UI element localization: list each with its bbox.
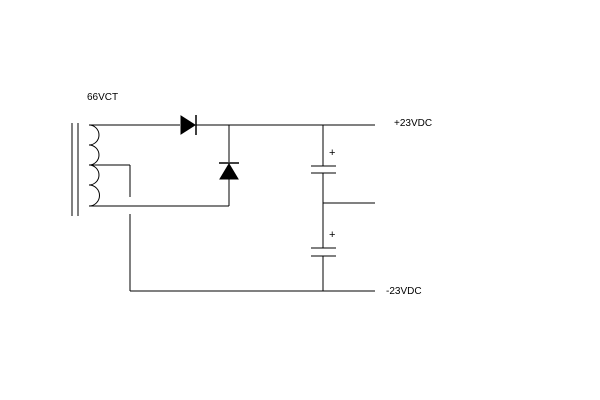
capacitor-bottom-polarity: +: [329, 229, 336, 241]
diode-shunt: [219, 162, 239, 180]
transformer-label: 66VCT: [87, 92, 119, 103]
capacitor-top-polarity: +: [329, 147, 336, 159]
positive-rail-label: +23VDC: [394, 118, 433, 129]
negative-rail-label: -23VDC: [386, 286, 422, 297]
diode-series: [180, 115, 197, 135]
